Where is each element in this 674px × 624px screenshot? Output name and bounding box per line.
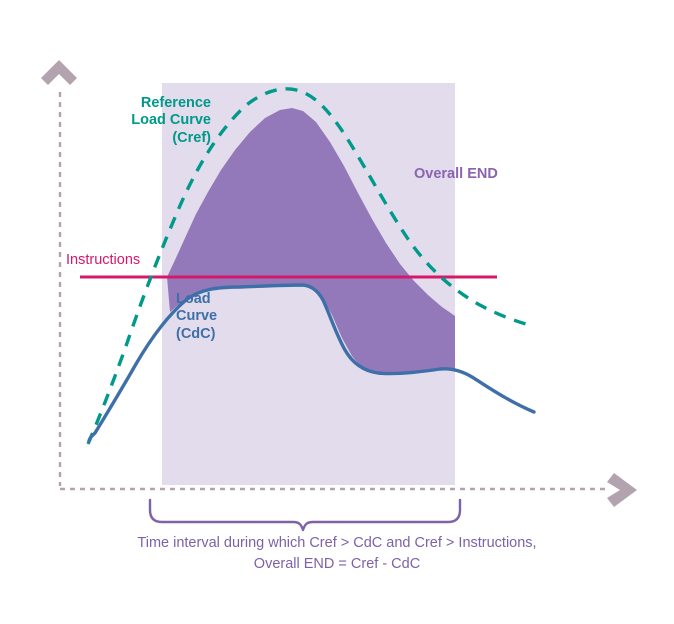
overall-end-label: Overall END xyxy=(414,166,498,182)
reference-load-curve xyxy=(86,87,534,445)
chevron-up-icon xyxy=(41,60,77,85)
reference-load-curve-label: Reference Load Curve (Cref) xyxy=(131,95,211,146)
load-curve-cdc xyxy=(87,283,536,443)
overall-end-area xyxy=(167,108,455,374)
interval-brace xyxy=(148,498,462,532)
interval-caption: Time interval during which Cref > CdC an… xyxy=(137,535,537,573)
instructions-label: Instructions xyxy=(66,252,141,268)
load-curve-label: Load Curve (CdC) xyxy=(176,291,218,342)
chevron-right-icon xyxy=(607,473,637,507)
